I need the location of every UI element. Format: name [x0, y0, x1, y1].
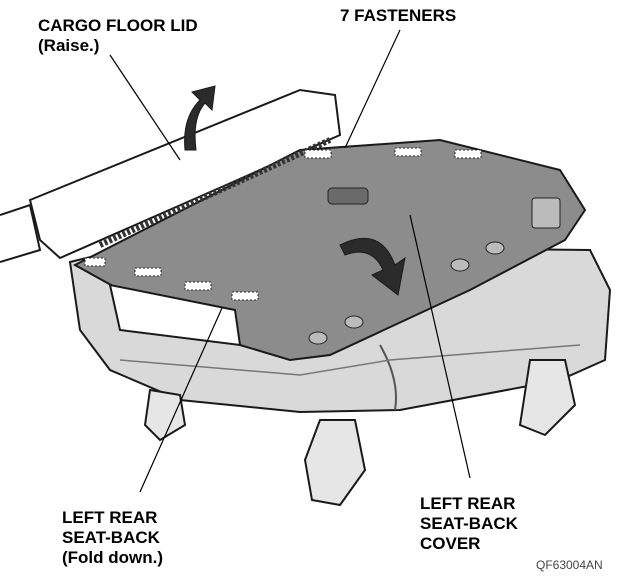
seat-back-label-line2: SEAT-BACK [62, 528, 160, 547]
seat-back-cover-label-line1: LEFT REAR [420, 494, 516, 513]
seat-back-label-line1: LEFT REAR [62, 508, 158, 527]
seat-back-cover-label-line2: SEAT-BACK [420, 514, 518, 533]
seat-legs [143, 359, 577, 507]
seat-back-label: LEFT REAR SEAT-BACK (Fold down.) [62, 508, 163, 568]
leader-lines [109, 29, 471, 493]
seat-back-cover-label: LEFT REAR SEAT-BACK COVER [420, 494, 518, 554]
fasteners-label: 7 FASTENERS [340, 6, 456, 26]
fasteners-label-text: 7 FASTENERS [340, 6, 457, 25]
seat-back [72, 137, 587, 362]
cargo-floor-lid-label-line2: (Raise.) [38, 36, 100, 55]
fasteners [84, 147, 482, 301]
seat-back-label-line3: (Fold down.) [62, 548, 164, 567]
fold-down-arrow-icon [339, 237, 406, 296]
cargo-floor-lid [0, 88, 342, 263]
figure-code: QF63004AN [536, 558, 603, 572]
raise-arrow-icon [184, 85, 216, 151]
cargo-floor-lid-label: CARGO FLOOR LID (Raise.) [38, 16, 198, 56]
cargo-floor-lid-label-line1: CARGO FLOOR LID [38, 16, 198, 35]
seat-back-cover-label-line3: COVER [420, 534, 481, 553]
